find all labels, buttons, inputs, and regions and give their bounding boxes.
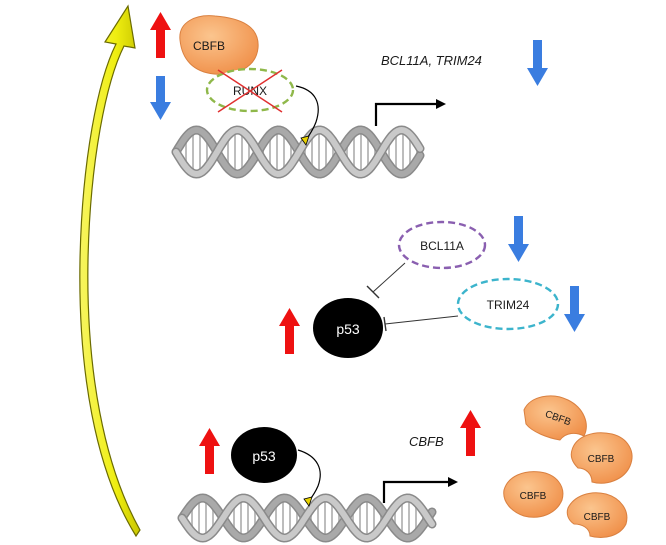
p53-protein-bottom: p53 [231,427,297,483]
top-transcription-arrow [374,99,446,126]
trim24-down-arrow-icon [564,286,585,332]
runx-protein: RUNX [205,67,295,113]
dna-strand [179,494,435,542]
bcl11a-protein: BCL11A [397,220,487,270]
runx-binding-arrow [295,85,319,146]
p53-middle-up-arrow-icon [279,308,300,354]
top-dna-helix [171,125,425,179]
cbfb-up-arrow-icon [150,12,171,58]
trim24-inhibits-p53 [383,315,459,332]
cbfb-product-2: CBFB [570,432,633,484]
bcl11a-down-arrow-icon [508,216,529,262]
runx-down-arrow-icon [150,76,171,120]
p53-binding-arrow [297,449,321,507]
runx-cross-line-2 [217,69,283,113]
cbfb-product-4-label: CBFB [584,512,611,523]
cbfb-product-2-label: CBFB [588,454,615,465]
feedback-arrow [79,4,141,538]
bcl11a-inhibits-p53 [366,262,406,299]
cbfb-product-3: CBFB [503,471,564,518]
cbfb-top-label: CBFB [193,39,225,53]
target-genes-label: BCL11A, TRIM24 [381,53,482,68]
cbfb-gene-label: CBFB [409,434,444,449]
targets-down-arrow-icon [527,40,548,86]
cbfb-gene-up-arrow-icon [460,410,481,456]
cbfb-product-3-label: CBFB [520,491,547,502]
cbfb-product-1: CBFB [523,395,587,441]
p53-middle-label: p53 [336,321,360,337]
p53-bottom-up-arrow-icon [199,428,220,474]
cbfb-product-4: CBFB [566,492,628,538]
trim24-protein: TRIM24 [456,277,560,331]
bottom-dna-helix [177,493,437,543]
dna-strand [173,126,423,178]
cbfb-protein-top: CBFB [179,15,259,75]
bottom-transcription-arrow [382,477,458,503]
trim24-label: TRIM24 [487,298,530,312]
bcl11a-label: BCL11A [420,239,464,253]
p53-bottom-label: p53 [252,448,276,464]
p53-protein-middle: p53 [313,298,383,358]
